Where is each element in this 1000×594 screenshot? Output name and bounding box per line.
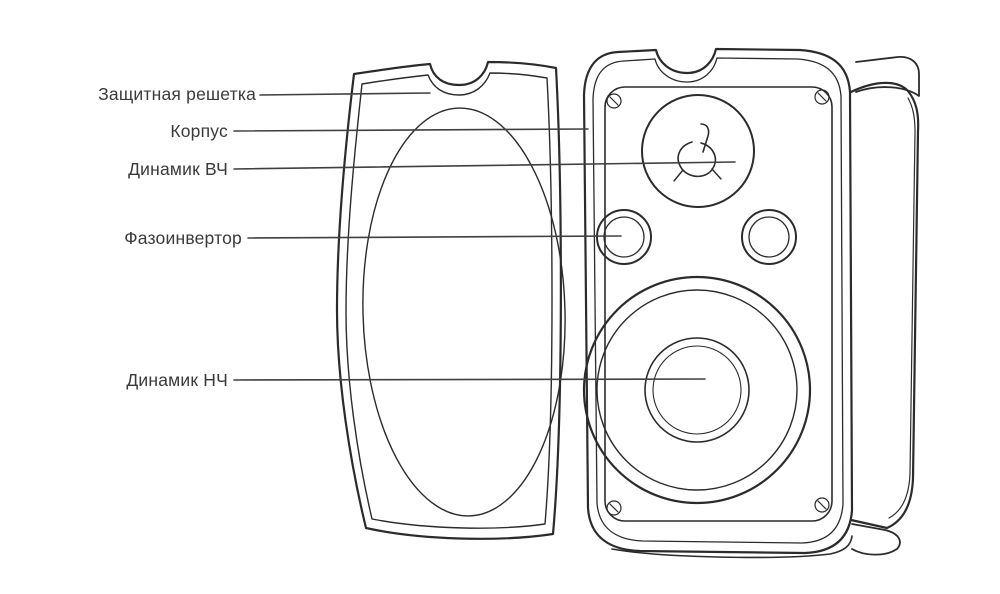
- label-enclosure: Корпус: [170, 121, 228, 141]
- tweeter-driver: [641, 94, 755, 208]
- woofer-driver: [582, 275, 812, 505]
- label-woofer: Динамик НЧ: [126, 370, 228, 390]
- leader-port: [247, 235, 622, 239]
- leader-tweeter: [233, 161, 736, 170]
- cabinet-side: [611, 56, 920, 559]
- grille-part: [335, 60, 566, 540]
- leader-lines: [233, 92, 736, 381]
- leader-grille: [259, 92, 431, 96]
- leader-woofer: [233, 378, 706, 381]
- label-protective-grille: Защитная решетка: [98, 84, 256, 104]
- label-bass-reflex-port: Фазоинвертор: [124, 228, 242, 248]
- label-tweeter: Динамик ВЧ: [128, 159, 228, 179]
- bass-reflex-ports: [596, 209, 797, 265]
- leader-body: [233, 128, 589, 132]
- screws: [606, 89, 830, 516]
